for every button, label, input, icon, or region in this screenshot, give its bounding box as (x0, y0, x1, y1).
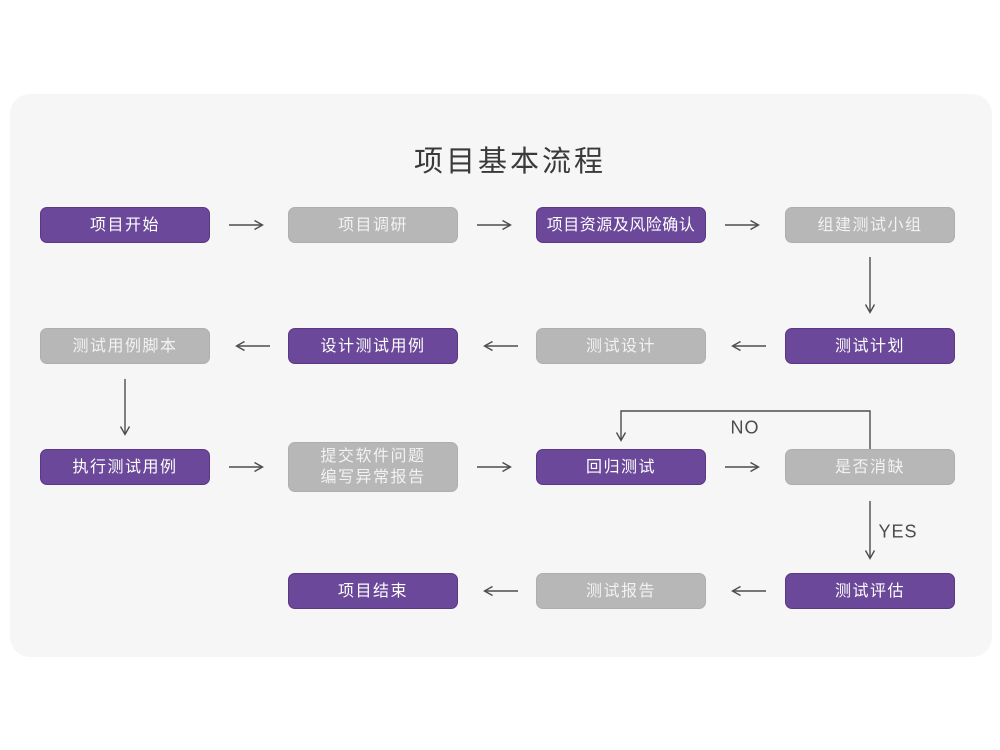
no-label: NO (730, 417, 760, 438)
node-resource-risk: 项目资源及风险确认 (536, 207, 706, 243)
diagram-title: 项目基本流程 (413, 146, 606, 178)
node-project-end: 项目结束 (288, 573, 458, 609)
node-test-case-script: 测试用例脚本 (40, 328, 210, 364)
node-project-research: 项目调研 (288, 207, 458, 243)
yes-label: YES (878, 521, 918, 542)
node-submit-issue-report-line1: 提交软件问题 (320, 448, 426, 465)
node-submit-issue-report: 提交软件问题 编写异常报告 (288, 442, 458, 492)
node-test-plan: 测试计划 (785, 328, 955, 364)
node-project-start: 项目开始 (40, 207, 210, 243)
node-design-test-cases: 设计测试用例 (288, 328, 458, 364)
node-test-report: 测试报告 (536, 573, 706, 609)
node-test-evaluation: 测试评估 (785, 573, 955, 609)
diagram-card (10, 94, 992, 657)
node-submit-issue-report-line2: 编写异常报告 (320, 469, 426, 486)
node-defect-resolved: 是否消缺 (785, 449, 955, 485)
node-execute-test-cases: 执行测试用例 (40, 449, 210, 485)
node-regression-test: 回归测试 (536, 449, 706, 485)
node-build-test-team: 组建测试小组 (785, 207, 955, 243)
node-test-design: 测试设计 (536, 328, 706, 364)
